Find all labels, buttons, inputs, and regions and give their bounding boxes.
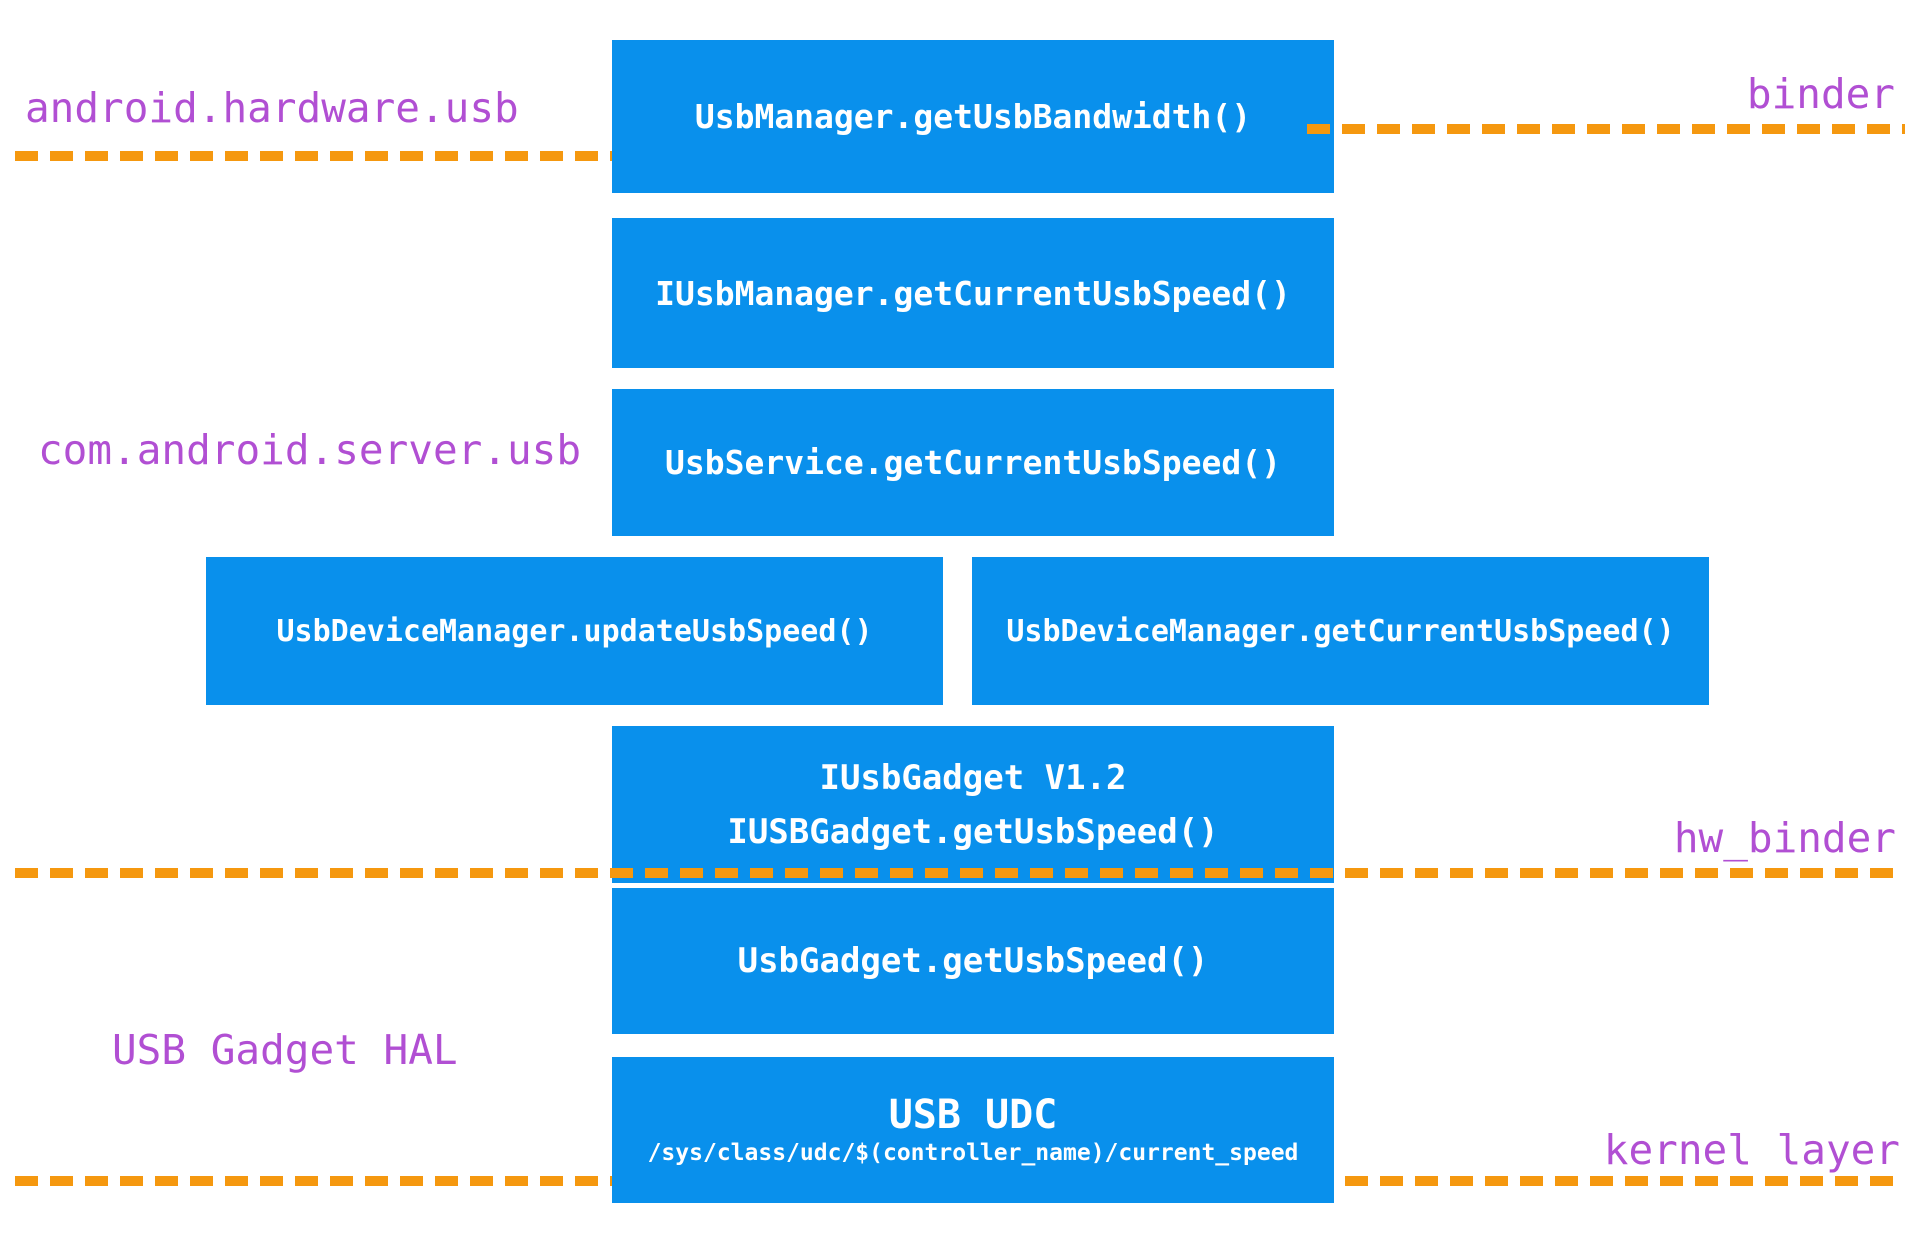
node-usbmanager-getusbbandwidth: UsbManager.getUsbBandwidth() [612, 40, 1334, 193]
node-label: IUsbManager.getCurrentUsbSpeed() [655, 273, 1291, 313]
node-label: UsbDeviceManager.getCurrentUsbSpeed() [1006, 613, 1675, 649]
node-label: UsbManager.getUsbBandwidth() [694, 97, 1252, 136]
layer-label-android-hardware-usb: android.hardware.usb [25, 84, 519, 132]
node-sysfs-path: /sys/class/udc/$(controller_name)/curren… [647, 1140, 1299, 1166]
layer-label-com-android-server-usb: com.android.server.usb [38, 426, 582, 474]
node-usbdevicemanager-updateusbspeed: UsbDeviceManager.updateUsbSpeed() [206, 557, 943, 705]
layer-label-binder: binder [1746, 70, 1895, 118]
binder-separator-line-right [1307, 124, 1905, 134]
node-usb-udc: USB UDC /sys/class/udc/$(controller_name… [612, 1057, 1334, 1203]
node-title: USB UDC [888, 1092, 1058, 1138]
layer-label-hw-binder: hw_binder [1673, 814, 1896, 862]
node-iusbgadget: IUsbGadget V1.2 IUSBGadget.getUsbSpeed() [612, 726, 1334, 883]
node-label-line1: IUsbGadget V1.2 [819, 757, 1127, 798]
binder-separator-line-left [15, 151, 612, 161]
node-label: UsbService.getCurrentUsbSpeed() [665, 443, 1281, 482]
node-iusbmanager-getcurrentusbspeed: IUsbManager.getCurrentUsbSpeed() [612, 218, 1334, 368]
node-label: UsbGadget.getUsbSpeed() [737, 941, 1209, 981]
node-label: UsbDeviceManager.updateUsbSpeed() [276, 613, 873, 649]
node-label-line2: IUSBGadget.getUsbSpeed() [727, 811, 1219, 852]
hw-binder-separator-line [15, 868, 1905, 878]
node-usbgadget-getusbspeed: UsbGadget.getUsbSpeed() [612, 888, 1334, 1034]
node-usbservice-getcurrentusbspeed: UsbService.getCurrentUsbSpeed() [612, 389, 1334, 536]
node-usbdevicemanager-getcurrentusbspeed: UsbDeviceManager.getCurrentUsbSpeed() [972, 557, 1709, 705]
layer-label-usb-gadget-hal: USB Gadget HAL [112, 1026, 458, 1074]
layer-label-kernel-layer: kernel layer [1603, 1126, 1900, 1174]
